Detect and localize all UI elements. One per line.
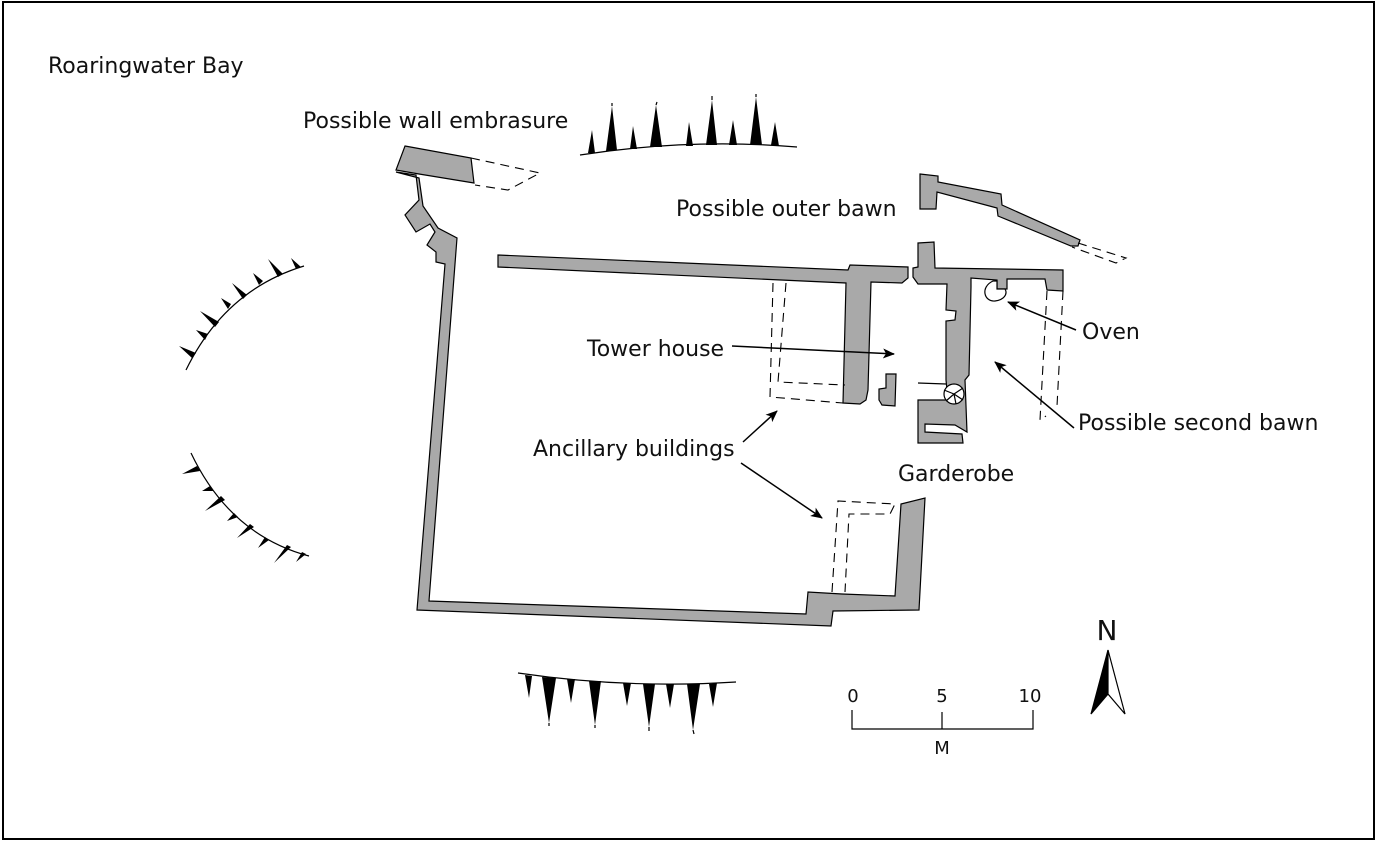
cliff-south [517,672,737,735]
embrasure-dashed-outline [470,157,542,191]
arrow-oven [1007,301,1077,331]
north-label: N [1097,614,1118,647]
arrow-ancillary-south [740,462,823,519]
label-tower-house: Tower house [586,337,724,362]
scale-tick-10: 10 [1019,686,1042,707]
oven-icon [984,280,1007,302]
cliff-west-lower [182,452,310,563]
label-wall-embrasure: Possible wall embrasure [303,109,568,134]
tower-pier [878,373,897,407]
ancillary-building-south [831,500,896,593]
label-oven: Oven [1082,320,1140,345]
label-roaringwater-bay: Roaringwater Bay [48,54,244,79]
arrow-second-bawn [994,361,1075,429]
arrow-tower-house [731,345,895,359]
scale-tick-0: 0 [847,686,858,707]
label-ancillary-buildings: Ancillary buildings [533,437,735,462]
second-bawn-dashed [1039,290,1064,422]
label-outer-bawn: Possible outer bawn [676,197,897,222]
north-bawn-wall [497,254,909,405]
label-second-bawn: Possible second bawn [1078,411,1318,436]
north-arrow-icon: N [1090,614,1126,715]
scale-bar: 0 5 10 M [847,686,1041,759]
wall-embrasure-block [395,145,475,184]
main-bawn-wall [395,171,926,627]
outer-bawn-dashed-line [1071,242,1128,264]
outer-bawn-wall [919,173,1081,247]
scale-unit: M [934,738,950,759]
cliff-west-upper [179,258,305,371]
scale-tick-5: 5 [936,686,947,707]
cliff-north [579,94,798,156]
stair-lines [917,382,964,405]
ancillary-building-north [769,282,846,404]
label-garderobe: Garderobe [898,462,1014,487]
arrow-ancillary-north [742,410,778,443]
